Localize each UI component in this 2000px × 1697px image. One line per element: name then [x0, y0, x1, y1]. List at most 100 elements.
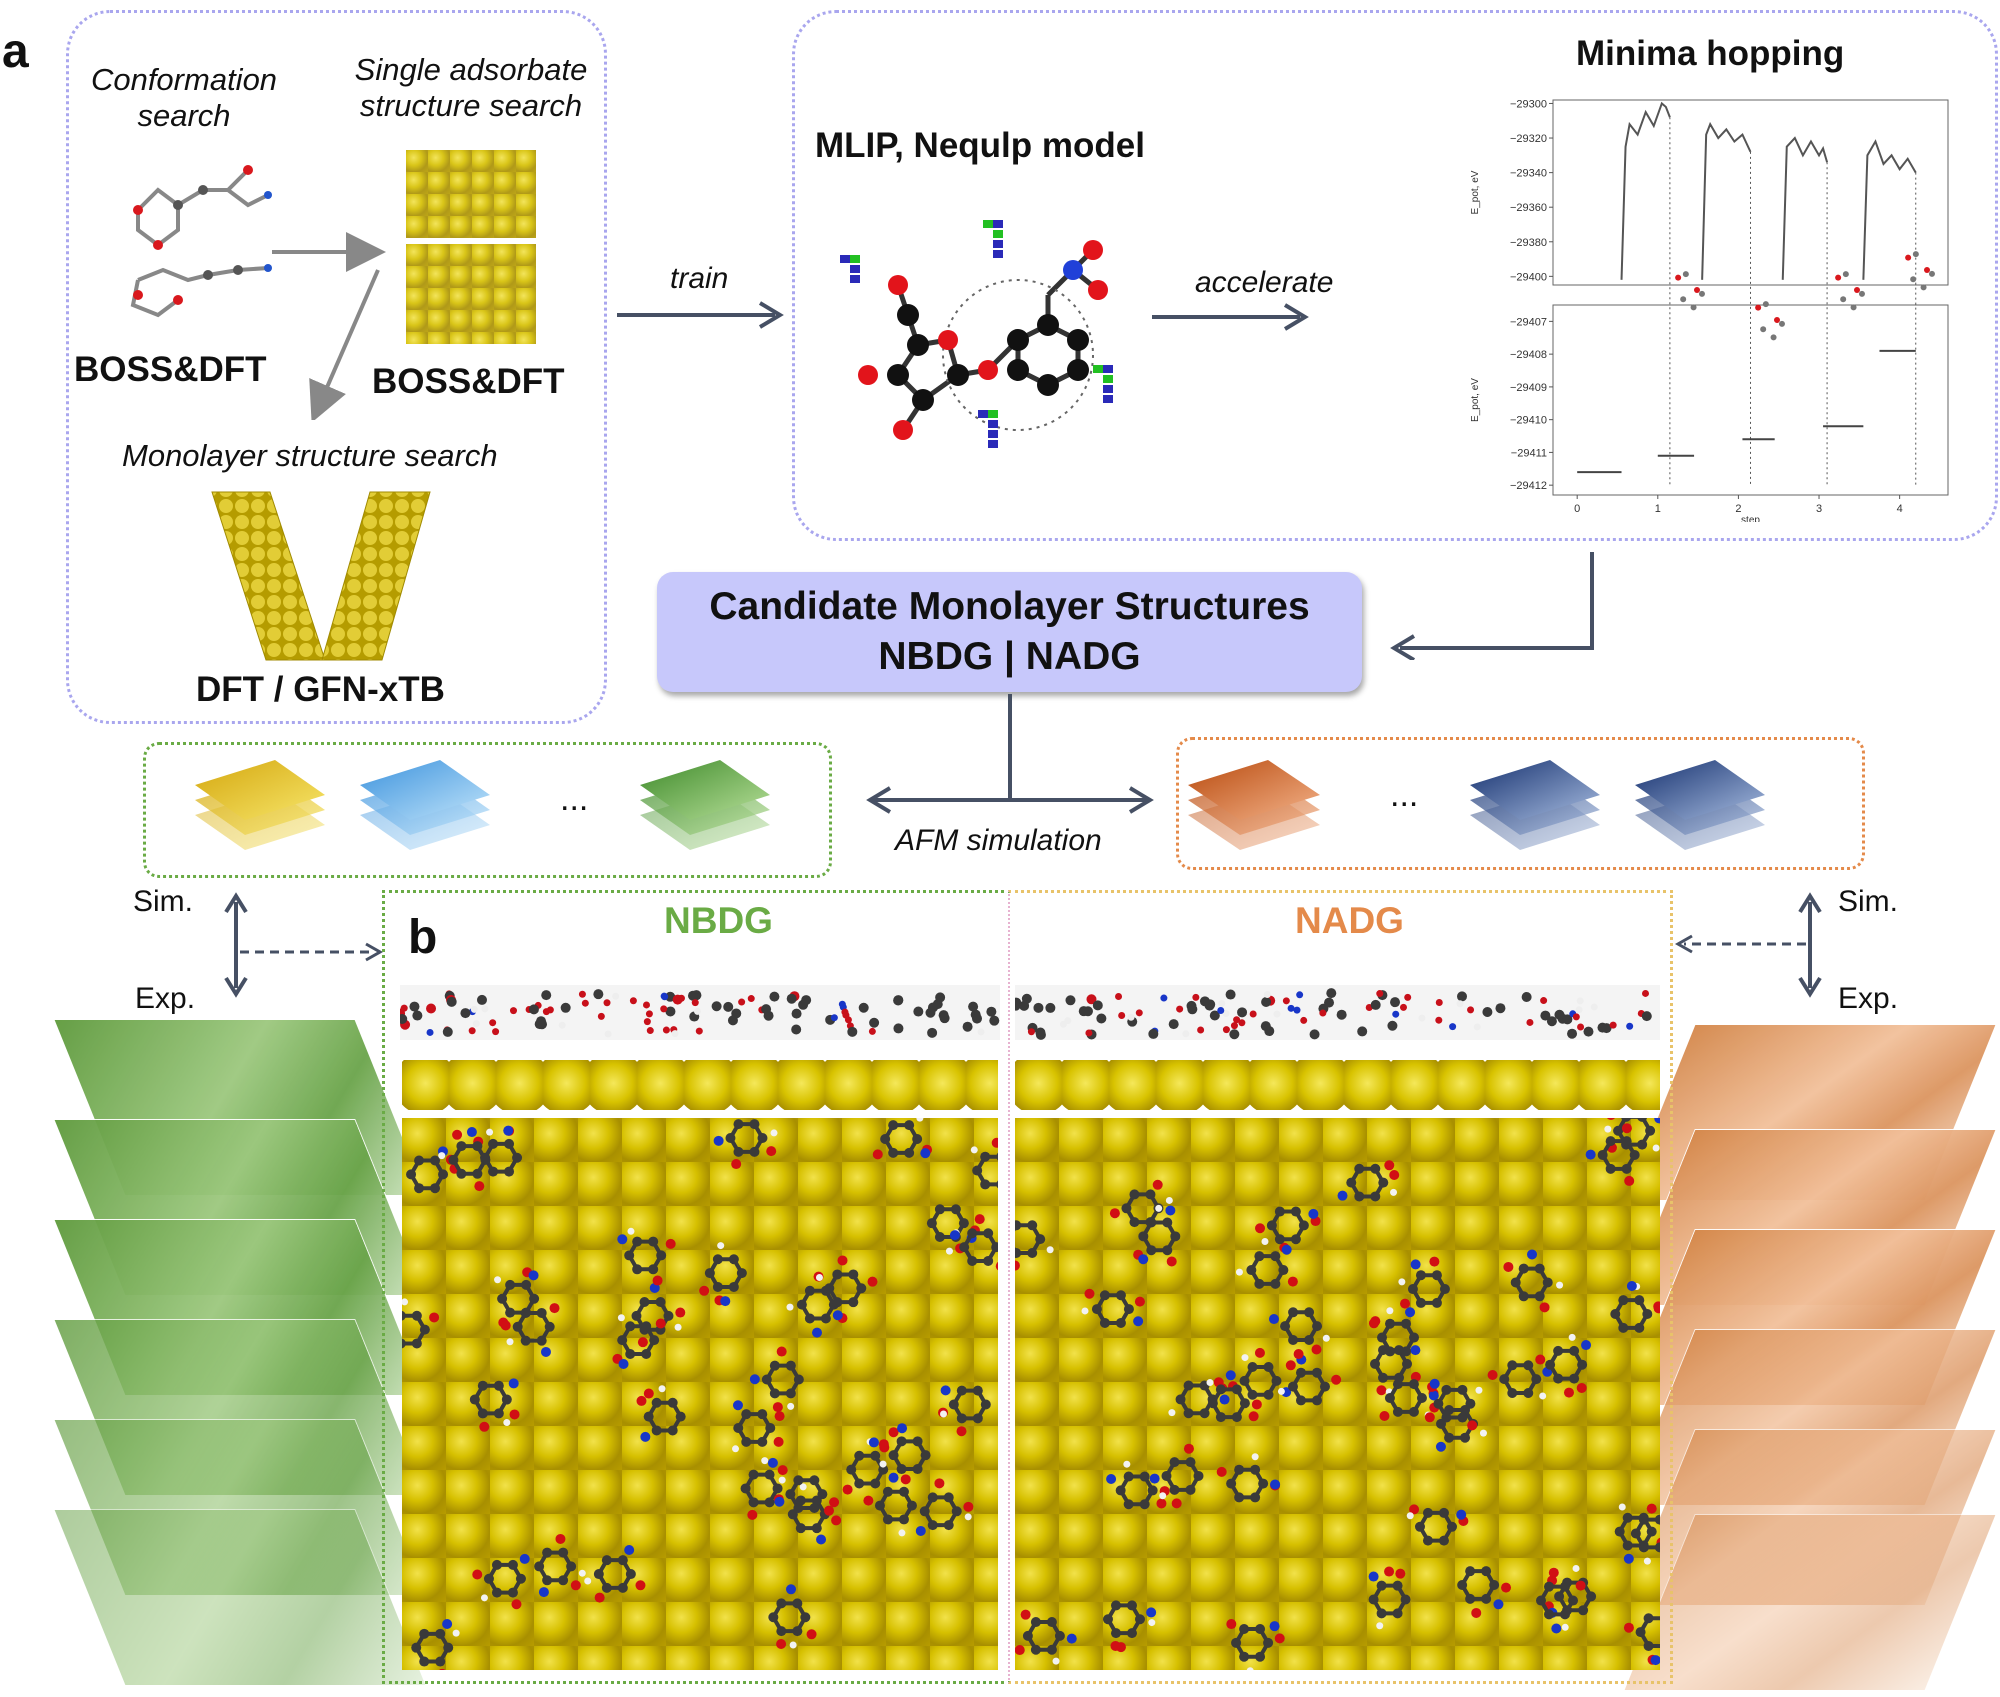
nbdg-molecule: [636, 1385, 686, 1442]
nadg-side-atom: [1597, 1022, 1608, 1033]
nadg-side-atom: [1237, 1007, 1248, 1018]
nbdg-molecule: [534, 1533, 586, 1598]
nadg-side-atom: [1209, 1010, 1220, 1021]
nadg-molecule: [1149, 1443, 1204, 1509]
nbdg-side-atom: [546, 1006, 554, 1014]
y-tick-label-bottom: −29408: [1510, 349, 1547, 361]
nbdg-side-atom: [409, 1001, 420, 1012]
nadg-side-atom: [1222, 1026, 1230, 1034]
adsorbate-structure-bottom: [406, 244, 536, 344]
nadg-side-atom: [1495, 1003, 1506, 1014]
nbdg-side-atom: [671, 1030, 679, 1038]
conformation-molecules: [130, 165, 272, 318]
nadg-side-atom: [1192, 993, 1200, 1001]
nadg-side-atom: [1390, 997, 1401, 1008]
nadg-side-atom: [1233, 1016, 1241, 1024]
nadg-molecule: [1014, 1609, 1077, 1665]
y-tick-label-top: −29340: [1510, 168, 1547, 180]
conformation-search-label: Conformation search: [90, 62, 278, 133]
nbdg-side-atom: [528, 1004, 539, 1015]
nbdg-side-atom: [578, 990, 586, 998]
nadg-side-atom: [1086, 994, 1097, 1005]
nbdg-molecule: [584, 1544, 646, 1603]
nadg-molecule: [1623, 1613, 1688, 1666]
monolayer-search-label: Monolayer structure search: [122, 438, 498, 473]
nbdg-molecule: [970, 1137, 1023, 1190]
y-tick-label-top: −29300: [1510, 98, 1547, 110]
nadg-side-atom: [1229, 1029, 1240, 1040]
nbdg-side-atom: [400, 1014, 408, 1025]
nadg-side-atom: [1176, 1005, 1184, 1013]
nadg-side-atom: [1449, 1023, 1457, 1031]
nbdg-side-atom: [603, 999, 611, 1007]
nbdg-molecule: [768, 1584, 817, 1650]
nadg-side-atom: [1641, 989, 1649, 997]
nadg-molecule: [1487, 1354, 1553, 1400]
train-arrow: [617, 301, 784, 329]
nadg-side-atom: [1456, 1000, 1464, 1008]
nadg-side-atom: [1526, 1018, 1534, 1026]
nbdg-side-atom: [989, 1015, 1000, 1026]
nadg-molecule: [1368, 1566, 1411, 1630]
nadg-side-atom: [1482, 1006, 1493, 1017]
panel-letter-b: b: [408, 911, 438, 964]
nadg-side-atom: [1392, 1010, 1400, 1018]
nadg-molecule: [1228, 1347, 1292, 1400]
nadg-side-atom: [1577, 1023, 1585, 1031]
nbdg-side-atom: [738, 998, 746, 1006]
nadg-side-atom: [1319, 1009, 1327, 1017]
nadg-side-atom: [1567, 1028, 1578, 1039]
nadg-side-atom: [1376, 990, 1384, 998]
nbdg-side-atom: [629, 997, 637, 1005]
nadg-side-atom: [1336, 1009, 1347, 1020]
nbdg-title: NBDG: [664, 900, 773, 941]
nadg-molecule: [1133, 1204, 1181, 1267]
nbdg-side-atom: [426, 1003, 437, 1014]
nadg-side-atom: [1230, 1022, 1238, 1030]
monolayer-slabs: [211, 491, 431, 661]
nadg-side-atom: [1033, 1002, 1044, 1013]
candidate-subtitle: NBDG | NADG: [878, 635, 1141, 678]
nbdg-side-atom: [695, 1027, 703, 1035]
x-tick-label: 0: [1574, 503, 1580, 515]
nbdg-side-atom: [868, 1027, 876, 1035]
minima-hopping-chart: −29300−29320−29340−29360−29380−29400−294…: [1443, 90, 1953, 526]
nadg-side-atom: [1115, 993, 1123, 1001]
nadg-side-atom: [1197, 1026, 1205, 1034]
nadg-side-atom: [1326, 988, 1337, 999]
nbdg-molecule: [494, 1267, 540, 1328]
nadg-side-atom: [1065, 995, 1076, 1006]
nadg-molecule: [1424, 1402, 1487, 1452]
nbdg-side-atom: [927, 1027, 938, 1038]
nbdg-side-atom: [604, 1030, 612, 1038]
nadg-molecule: [1216, 1453, 1281, 1503]
nbdg-side-atom: [597, 1012, 605, 1020]
nadg-side-atom: [1186, 1000, 1197, 1011]
nadg-side-atom: [1287, 1004, 1295, 1012]
nbdg-side-atom: [460, 1008, 471, 1019]
afm-simulation-arrows: [866, 694, 1154, 814]
chart-bottom-frame: [1552, 304, 1949, 496]
nbdg-side-atom: [541, 990, 552, 1001]
nbdg-side-atom: [842, 1011, 850, 1019]
nbdg-side-atom: [581, 999, 589, 1007]
nadg-side-atom: [1261, 996, 1272, 1007]
nadg-side-atom: [1418, 1014, 1426, 1022]
y-tick-label-bottom: −29411: [1511, 447, 1547, 459]
exp-label-right: Exp.: [1838, 982, 1899, 1015]
nadg-molecule: [1268, 1307, 1330, 1360]
nadg-side-atom: [1182, 1030, 1190, 1038]
accelerate-label: accelerate: [1195, 266, 1334, 299]
nbdg-side-atom: [801, 995, 812, 1006]
nadg-molecule: [1206, 1370, 1262, 1423]
sim-exp-arrows-right: [1674, 892, 1822, 998]
nbdg-molecule: [713, 1119, 778, 1170]
nbdg-top-view-molecules: [385, 1114, 1023, 1681]
nadg-side-atom: [1300, 1016, 1308, 1024]
nadg-side-atom: [1222, 1010, 1230, 1018]
nbdg-molecule: [411, 1618, 460, 1681]
nbdg-side-atom: [662, 1026, 670, 1034]
nadg-side-atom: [1282, 997, 1290, 1005]
nbdg-side-atom: [646, 1027, 654, 1035]
nadg-molecule: [1610, 1281, 1664, 1333]
